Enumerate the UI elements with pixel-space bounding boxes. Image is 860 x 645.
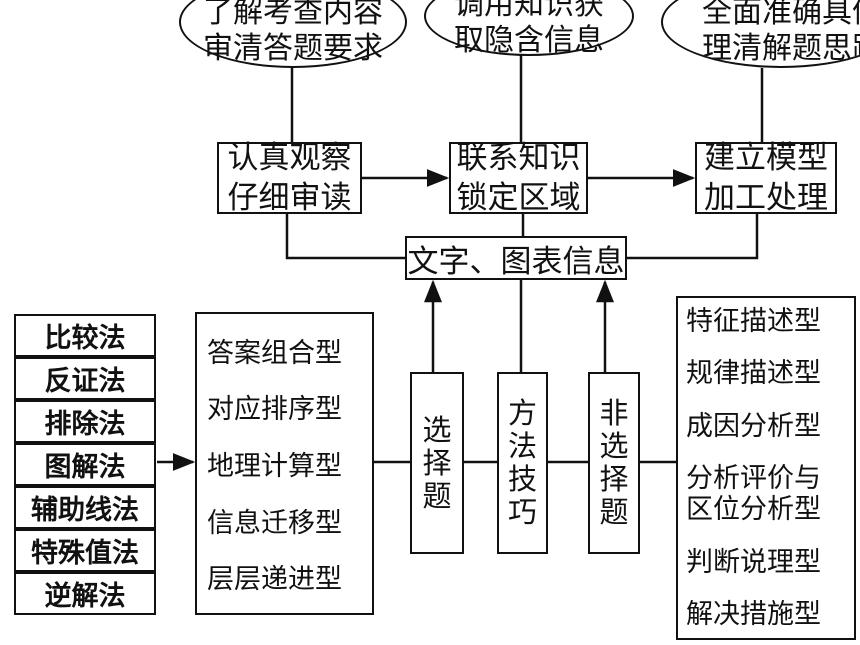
method-contradiction: 反证法 (14, 357, 156, 400)
method-graphic: 图解法 (14, 443, 156, 486)
method-reverse: 逆解法 (14, 572, 156, 615)
info-box: 文字、图表信息 (405, 236, 627, 280)
step-box-observe: 认真观察 仔细审读 (217, 140, 362, 216)
ellipse-3-text: 全面准确具体 理清解题思路 (702, 0, 860, 66)
choice-type-item: 层层递进型 (207, 564, 342, 596)
top-ellipse-2: 调用知识获 取隐含信息 (424, 0, 634, 58)
non-choice-question-box: 非 选 择 题 (588, 372, 640, 554)
choice-type-item: 答案组合型 (207, 337, 342, 369)
method-skill-box: 方 法 技 巧 (497, 372, 548, 554)
step-box-model: 建立模型 加工处理 (695, 140, 837, 216)
choice-type-item: 地理计算型 (207, 450, 342, 482)
step-1-to-info-line (285, 214, 405, 260)
method-auxiliary-line: 辅助线法 (14, 486, 156, 529)
top-ellipse-3: 全面准确具体 理清解题思路 (661, 0, 860, 68)
method-compare: 比较法 (14, 314, 156, 357)
non-choice-type-item: 分析评价与 区位分析型 (686, 463, 821, 526)
non-choice-types-box: 特征描述型 规律描述型 成因分析型 分析评价与 区位分析型 判断说理型 解决措施… (676, 296, 856, 640)
method-elimination: 排除法 (14, 400, 156, 443)
non-choice-type-item: 特征描述型 (686, 306, 821, 337)
choice-types-box: 答案组合型 对应排序型 地理计算型 信息迁移型 层层递进型 (195, 312, 374, 615)
ellipse-2-text: 调用知识获 取隐含信息 (454, 0, 604, 58)
non-choice-type-item: 解决措施型 (686, 598, 821, 630)
ellipse-1-text: 了解考查内容 审清答题要求 (203, 0, 383, 66)
top-ellipse-1: 了解考查内容 审清答题要求 (179, 0, 407, 68)
choice-type-item: 信息迁移型 (207, 507, 342, 539)
method-special-value: 特殊值法 (14, 529, 156, 572)
non-choice-type-item: 判断说理型 (686, 546, 821, 578)
step-3-to-info-line (627, 214, 759, 260)
choice-type-item: 对应排序型 (207, 394, 342, 426)
step-box-connect: 联系知识 锁定区域 (449, 140, 588, 216)
non-choice-type-item: 规律描述型 (686, 358, 821, 390)
choice-question-box: 选 择 题 (410, 372, 464, 554)
non-choice-type-item: 成因分析型 (686, 410, 821, 442)
